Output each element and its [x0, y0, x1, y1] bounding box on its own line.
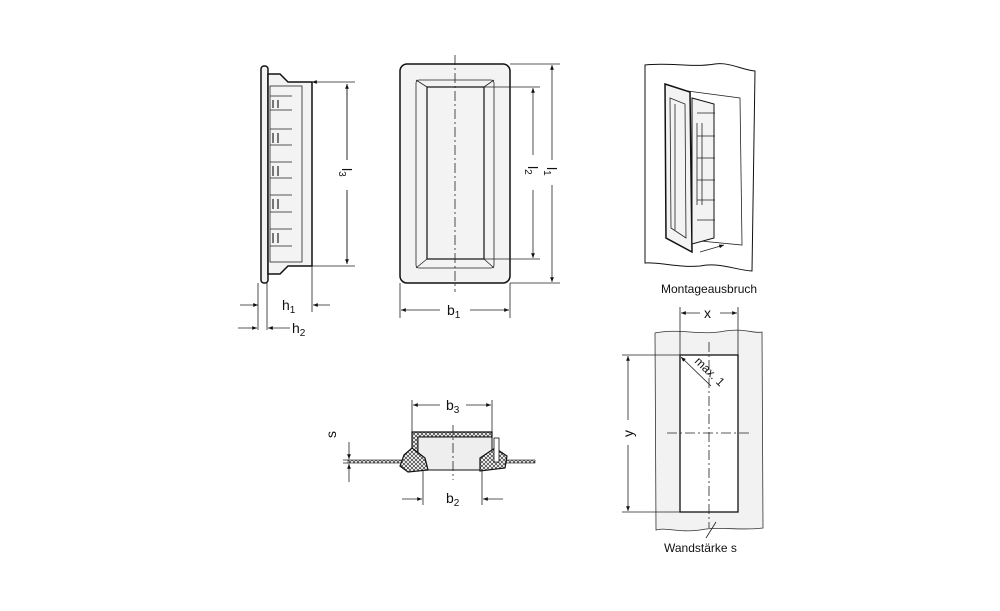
side-body	[267, 73, 313, 275]
front-view: l2 l1 b1	[399, 55, 560, 321]
x-label: x	[704, 305, 711, 321]
s-label: s	[323, 431, 339, 438]
mounting-view: Montageausbruch	[644, 63, 757, 296]
b1-label: b1	[447, 302, 461, 321]
h2-label: h2	[292, 320, 306, 339]
mounting-caption: Montageausbruch	[661, 282, 757, 296]
side-view: l3 h1 h2	[238, 65, 355, 339]
side-flange	[260, 65, 269, 284]
handle-body	[691, 97, 715, 245]
h1-label: h1	[282, 297, 296, 316]
b2-label: b2	[446, 490, 460, 509]
handle-flange	[664, 82, 693, 254]
y-label: y	[620, 430, 636, 437]
l1-label: l1	[541, 167, 560, 176]
b3-label: b3	[446, 397, 460, 416]
wall-thickness-label: Wandstärke s	[664, 541, 737, 555]
section-view: b3 b2 s	[323, 397, 536, 509]
front-recess	[426, 86, 485, 260]
l2-label: l2	[522, 166, 541, 175]
cutout-view: x y max. 1 Wandstärke s	[620, 305, 764, 555]
side-ribs	[270, 95, 292, 247]
l3-label: l3	[336, 168, 355, 177]
